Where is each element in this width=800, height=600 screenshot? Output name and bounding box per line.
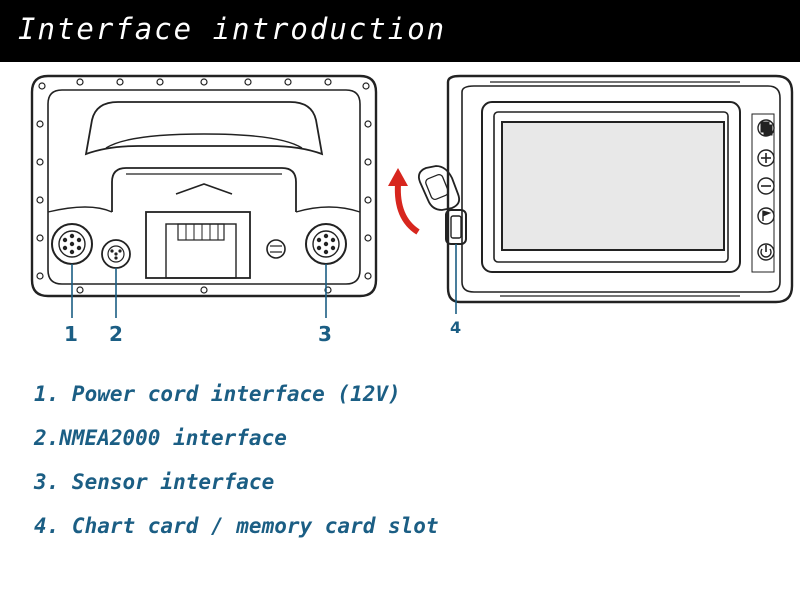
page-title: Interface introduction <box>18 12 447 46</box>
minus-icon <box>757 177 775 195</box>
callout-lines-rear <box>71 264 327 318</box>
legend-item-power: 1. Power cord interface (12V) <box>34 382 401 406</box>
legend-item-nmea2000: 2.NMEA2000 interface <box>34 426 287 450</box>
callout-1: 1 <box>64 322 78 346</box>
callout-2: 2 <box>109 322 123 346</box>
device-front-view <box>446 74 794 304</box>
sensor-connector <box>305 223 347 265</box>
callout-4: 4 <box>450 318 462 337</box>
card-slot-icon <box>417 165 467 245</box>
interface-legend: 1. Power cord interface (12V) 2.NMEA2000… <box>34 372 774 548</box>
pages-icon <box>757 119 775 137</box>
housing-screws <box>36 78 372 294</box>
legend-item-sensor: 3. Sensor interface <box>34 470 275 494</box>
flag-icon <box>757 207 775 225</box>
device-rear-view <box>30 74 378 298</box>
open-door-arrow <box>388 168 420 235</box>
callout-3: 3 <box>318 322 332 346</box>
header-bar: Interface introduction <box>0 0 800 62</box>
device-diagram <box>30 74 794 318</box>
power-connector <box>51 223 93 265</box>
power-icon <box>757 243 775 261</box>
plus-icon <box>757 149 775 167</box>
legend-item-card-slot: 4. Chart card / memory card slot <box>34 514 439 538</box>
nmea2000-connector <box>101 239 131 269</box>
